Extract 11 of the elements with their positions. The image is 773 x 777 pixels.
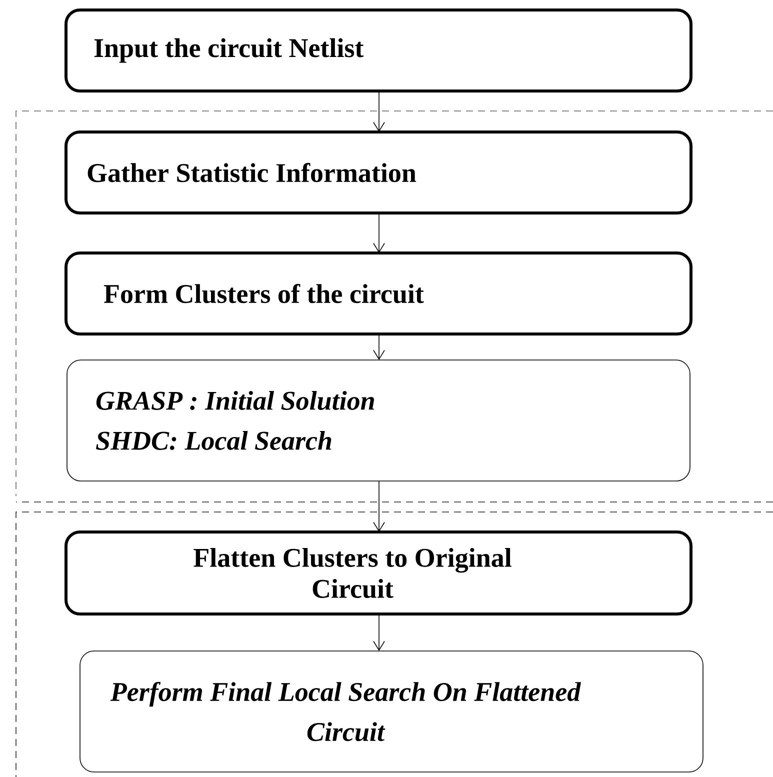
process-box: Input the circuit Netlist [64, 8, 692, 92]
arrow [373, 334, 385, 360]
arrow [373, 614, 385, 651]
process-box: Flatten Clusters to Original Circuit [64, 530, 692, 616]
arrow [373, 480, 385, 532]
process-box: GRASP : Initial Solution SHDC: Local Search [66, 360, 690, 482]
process-box: Perform Final Local Search On Flattened Circuit [80, 650, 704, 772]
process-box: Form Clusters of the circuit [64, 252, 692, 336]
arrow [373, 212, 385, 253]
process-box: Gather Statistic Information [64, 130, 692, 214]
arrow [373, 90, 385, 132]
